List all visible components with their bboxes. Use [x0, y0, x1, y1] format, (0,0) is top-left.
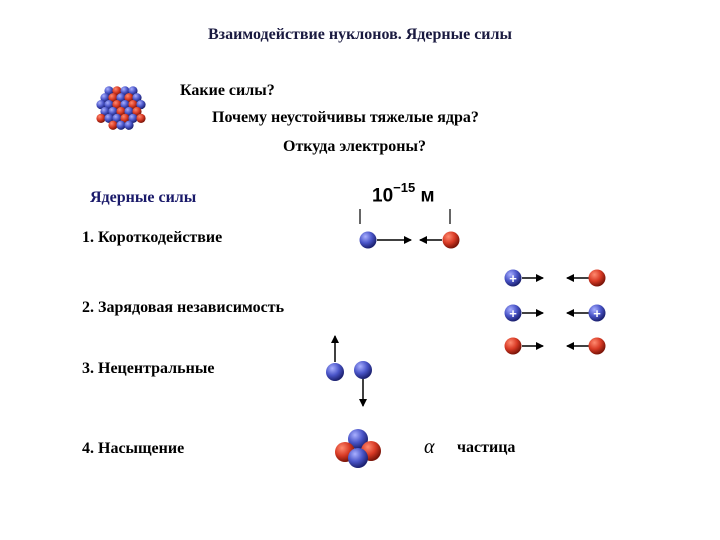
nucleon-dot	[100, 93, 110, 103]
nucleon-dot	[100, 106, 110, 117]
page-title: Взаимодействие нуклонов. Ядерные силы	[207, 26, 512, 43]
svg-text:+: +	[593, 306, 601, 321]
distance-scale-label: 10−15 м	[372, 180, 435, 207]
item-noncentral: 3. Нецентральные	[82, 360, 215, 377]
section-heading-nuclear-forces: Ядерные силы	[90, 189, 197, 206]
scale-base: 10	[372, 185, 394, 207]
nucleon-dot	[104, 100, 114, 110]
nucleon-dot	[120, 100, 130, 110]
noncentral-pair	[326, 335, 372, 407]
question-1: Какие силы?	[180, 82, 275, 99]
nucleon-dot	[104, 86, 114, 96]
nucleon-dot	[128, 113, 138, 123]
svg-text:+: +	[509, 306, 517, 321]
nucleon-dot	[124, 93, 134, 103]
nucleon-dot	[116, 106, 126, 117]
scale-unit: м	[420, 185, 435, 207]
svg-text:+: +	[509, 271, 517, 286]
nucleon-dot	[108, 93, 118, 103]
nucleon-dot	[116, 93, 126, 103]
neutron-icon	[359, 231, 377, 249]
charge-independence-diagram: + + +	[504, 269, 606, 355]
nucleon-dot	[116, 120, 126, 130]
alpha-particle-label: частица	[457, 439, 516, 456]
nucleon-dot	[120, 86, 130, 96]
nucleon-dot	[136, 113, 146, 123]
item-saturation: 4. Насыщение	[82, 440, 185, 457]
nucleon-dot	[104, 113, 114, 123]
nucleus-cluster-icon	[96, 86, 146, 130]
nucleon-dot	[108, 106, 118, 117]
nucleon-dot	[124, 120, 134, 130]
nucleon-dot	[120, 113, 130, 123]
proton-icon	[442, 231, 460, 249]
nucleon-dot	[128, 86, 138, 96]
nucleon-dot	[112, 113, 122, 123]
proton-plus-icon	[504, 269, 522, 287]
nucleon-dot	[136, 100, 146, 110]
nucleon-dot	[112, 86, 122, 96]
short-range-pair	[359, 231, 460, 249]
scale-exponent: −15	[393, 180, 416, 195]
nucleon-dot	[96, 100, 106, 110]
item-short-range: 1. Короткодействие	[82, 229, 223, 246]
nucleon-dot	[132, 106, 142, 117]
nucleon-dot	[132, 93, 142, 103]
alpha-symbol: α	[424, 436, 435, 458]
item-charge-independence: 2. Зарядовая независимость	[82, 299, 285, 316]
nucleon-dot	[124, 106, 134, 117]
nucleon-dot	[112, 100, 122, 110]
nucleon-dot	[128, 100, 138, 110]
scale-bracket	[359, 209, 451, 224]
nucleon-dot	[96, 113, 106, 123]
alpha-particle-icon	[335, 429, 381, 468]
nucleon-dot	[108, 120, 118, 130]
question-3: Откуда электроны?	[283, 138, 426, 155]
question-2: Почему неустойчивы тяжелые ядра?	[212, 109, 479, 126]
